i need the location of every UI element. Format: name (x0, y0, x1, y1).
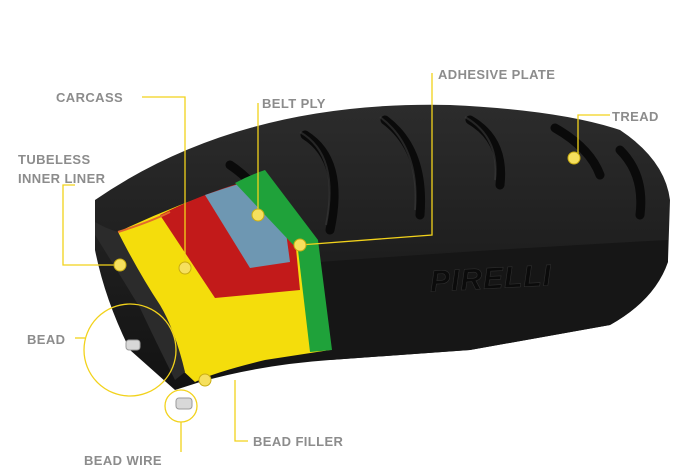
label-tread: TREAD (612, 109, 659, 124)
callout-dot-tread (567, 151, 581, 165)
label-bead-filler: BEAD FILLER (253, 434, 344, 449)
callout-dots (113, 151, 581, 387)
label-carcass: CARCASS (56, 90, 124, 105)
belt-ply-layer (205, 182, 290, 268)
bead-wire-ends (125, 339, 193, 410)
label-adhesive-plate: ADHESIVE PLATE (438, 67, 556, 82)
callout-dot-bead-filler (198, 373, 212, 387)
brand-logo: PIRELLI (429, 259, 553, 298)
label-belt-ply: BELT PLY (262, 96, 326, 111)
callout-dot-adhesive-plate (293, 238, 307, 252)
label-inner-liner-line2: INNER LINER (18, 171, 106, 186)
callout-dot-belt-ply (251, 208, 265, 222)
tire-sidewall (320, 240, 668, 360)
adhesive-layer (235, 170, 332, 352)
label-bead: BEAD (27, 332, 66, 347)
callout-dot-inner-liner (113, 258, 127, 272)
label-bead-wire: BEAD WIRE (84, 453, 162, 468)
leader-lines (62, 73, 610, 452)
label-inner-liner-line1: TUBELESS (18, 152, 91, 167)
callout-dot-carcass (178, 261, 192, 275)
